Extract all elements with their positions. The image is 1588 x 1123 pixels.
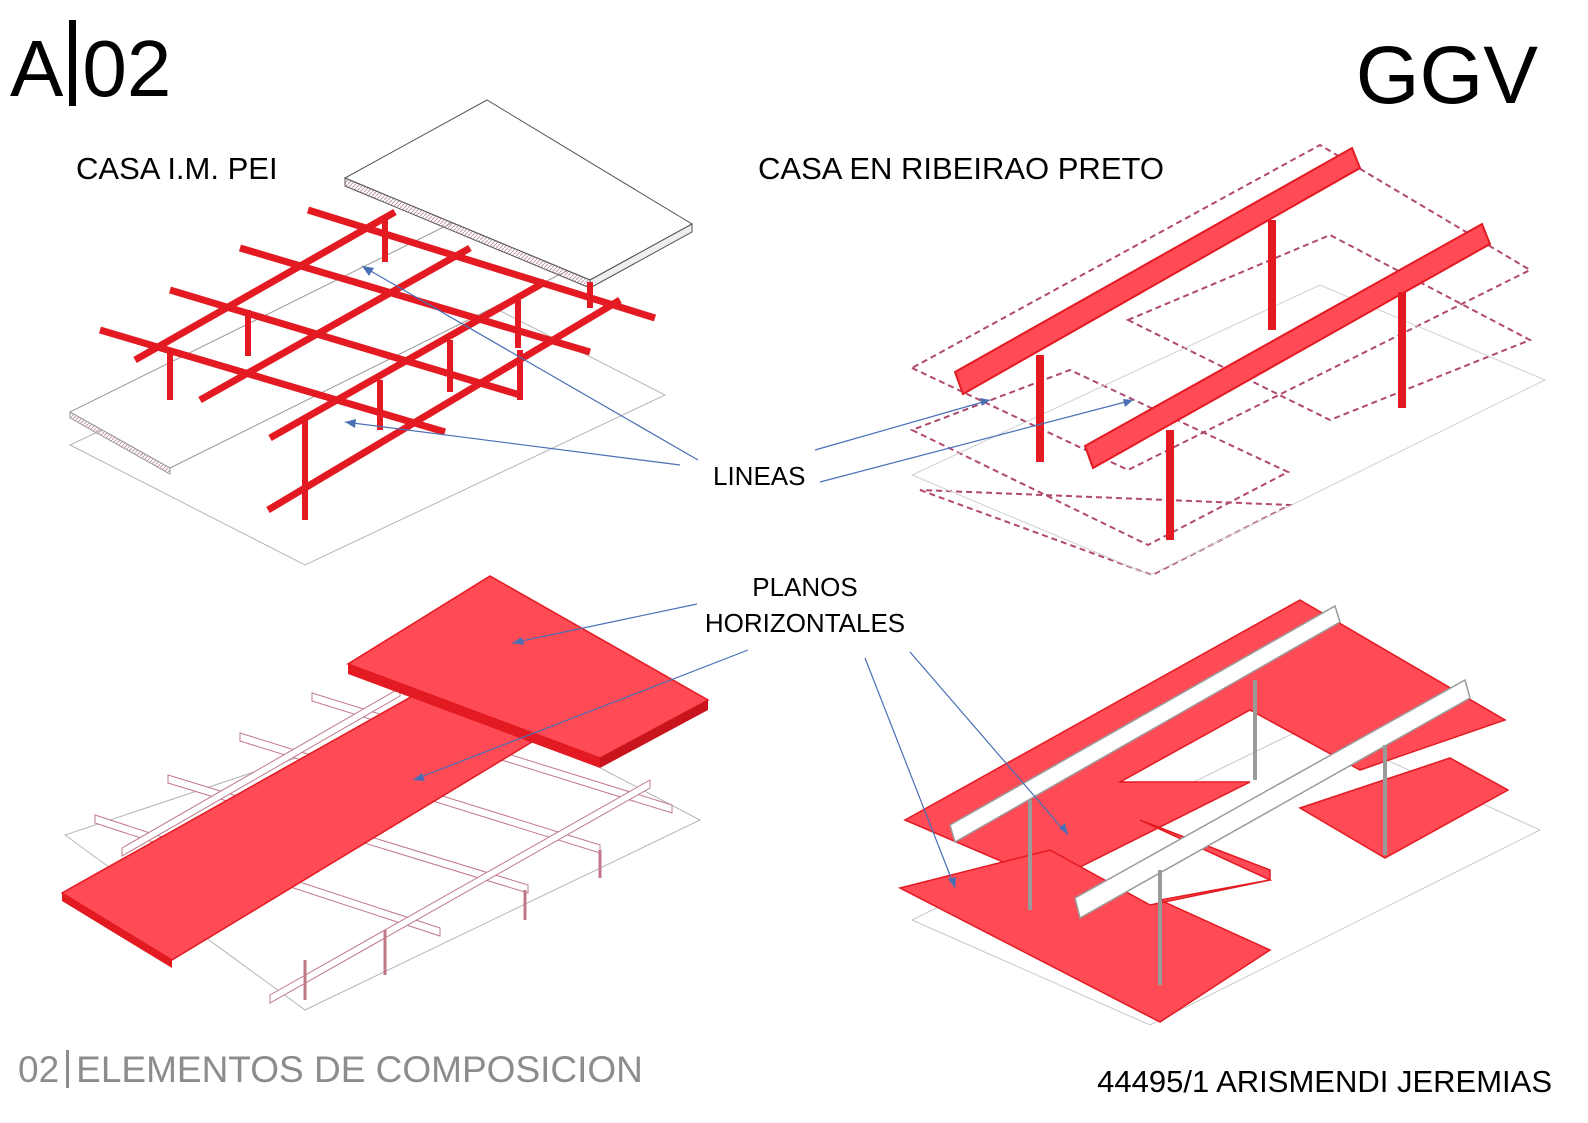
sheet-code-divider <box>69 20 77 106</box>
label-planos-line1: PLANOS <box>752 572 858 602</box>
title-casa-pei: CASA I.M. PEI <box>76 151 278 186</box>
pei-red-beams <box>99 206 657 514</box>
pei-lines-diagram <box>68 99 694 566</box>
ribeirao-lines-diagram <box>909 143 1547 577</box>
subject-title: ELEMENTOS DE COMPOSICION <box>76 1049 643 1090</box>
label-planos-line2: HORIZONTALES <box>704 608 906 638</box>
label-planos-horizontales: PLANOS HORIZONTALES <box>700 569 910 641</box>
ribeirao-upper-red-plane <box>903 599 1507 883</box>
label-lineas: LINEAS <box>713 461 806 491</box>
ribeirao-outline-beams <box>949 604 1471 920</box>
ribeirao-red-beams <box>953 146 1492 470</box>
title-casa-ribeirao: CASA EN RIBEIRAO PRETO <box>758 151 1164 186</box>
subject-number: 02 <box>18 1049 60 1090</box>
ribeirao-planes-diagram <box>897 599 1542 1026</box>
leader-arrowheads <box>345 266 1133 888</box>
sheet-code-prefix: A <box>10 24 64 113</box>
pei-red-columns <box>167 218 593 520</box>
subject-divider <box>66 1050 70 1088</box>
sheet-code-number: 02 <box>82 24 172 113</box>
footer-student: 44495/1 ARISMENDI JEREMIAS <box>1097 1064 1552 1099</box>
ribeirao-red-columns <box>1036 220 1406 540</box>
pei-planes-diagram <box>60 575 710 1011</box>
ribeirao-outline-columns <box>1028 680 1387 985</box>
footer-subject: 02 ELEMENTOS DE COMPOSICION <box>18 1048 643 1092</box>
author-initials: GGV <box>1355 30 1538 121</box>
leader-lines <box>344 265 1134 889</box>
